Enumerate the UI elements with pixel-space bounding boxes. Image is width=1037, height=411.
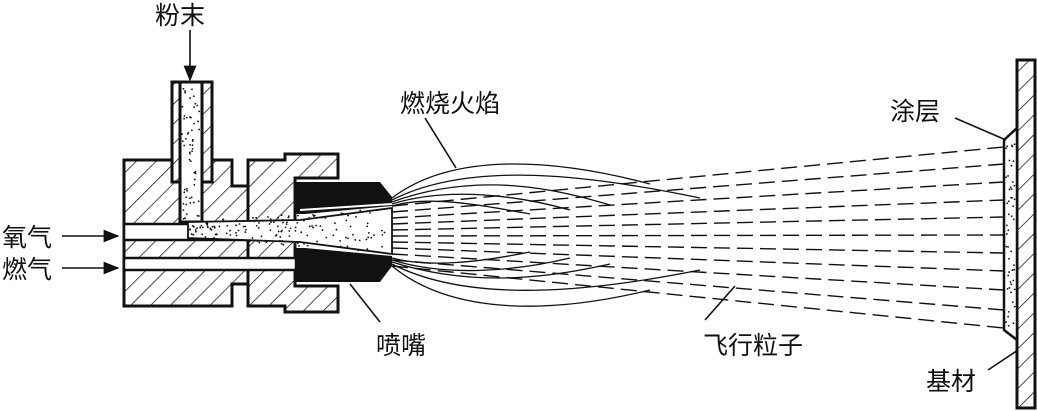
coating — [1002, 125, 1019, 343]
coating-label: 涂层 — [890, 97, 940, 126]
flame-leader — [424, 117, 457, 169]
flying-particles — [391, 146, 1005, 329]
fuel-gas-channel — [122, 256, 298, 272]
powder-stream — [181, 87, 393, 256]
powder-inlet-tube — [170, 80, 214, 224]
nozzle-leader — [349, 283, 381, 323]
substrate-label: 基材 — [926, 367, 976, 396]
flame-label: 燃烧火焰 — [400, 89, 500, 118]
substrate-leader — [987, 349, 1019, 371]
particles-label: 飞行粒子 — [703, 331, 803, 360]
coating-leader — [954, 117, 1007, 141]
fuel-gas-label: 燃气 — [2, 255, 52, 284]
nozzle — [295, 182, 393, 282]
substrate — [1015, 58, 1037, 410]
nozzle-label: 喷嘴 — [376, 331, 426, 360]
particles-leader — [704, 285, 736, 321]
powder-label: 粉末 — [155, 1, 205, 30]
combustion-flame — [391, 163, 701, 307]
oxygen-label: 氧气 — [2, 223, 52, 252]
